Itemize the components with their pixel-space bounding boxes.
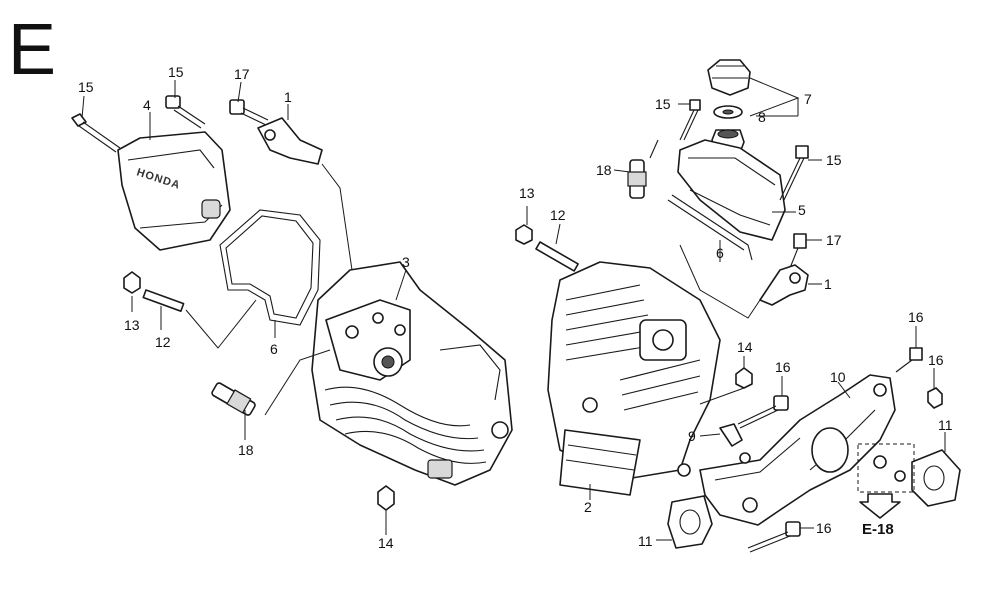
- callout-14-right: 14: [737, 339, 753, 355]
- callout-7: 7: [804, 91, 812, 107]
- callout-1-right: 1: [824, 276, 832, 292]
- callout-13-right: 13: [519, 185, 535, 201]
- valve-cover-5: [677, 139, 786, 241]
- leaders-right: [526, 77, 946, 541]
- nut-14-left: [377, 485, 395, 511]
- clip-9: [719, 423, 743, 447]
- bolt-16-upper-b: [927, 387, 943, 409]
- stud-12-right: [535, 241, 579, 272]
- callout-16-b: 16: [928, 352, 944, 368]
- callout-15-d: 15: [826, 152, 842, 168]
- callout-18: 18: [238, 442, 254, 458]
- callout-13: 13: [124, 317, 140, 333]
- callout-15-c: 15: [655, 96, 671, 112]
- gasket-11-right: [911, 449, 961, 507]
- nut-13-left: [123, 271, 141, 294]
- washer-8: [713, 105, 743, 119]
- oil-cap-7: [707, 59, 751, 96]
- callout-4: 4: [143, 97, 151, 113]
- bracket-1-right: [759, 264, 809, 306]
- bolt-17-right: [789, 233, 807, 269]
- bolt-15-right: [779, 145, 809, 201]
- callout-16-c: 16: [775, 359, 791, 375]
- valve-cover-4: HONDA: [117, 131, 231, 251]
- bolt-16-lower: [747, 521, 801, 553]
- callout-16-a: 16: [908, 309, 924, 325]
- gasket-11-lower: [667, 495, 713, 549]
- bolt-16-mid: [737, 395, 789, 429]
- stud-12-left: [142, 289, 185, 312]
- cylinder-head-3: [311, 261, 513, 486]
- bolt-15-right-top: [679, 99, 701, 141]
- gasket-6-right: [667, 194, 753, 261]
- callout-11-a: 11: [938, 417, 953, 433]
- callout-17: 17: [234, 66, 250, 82]
- callout-10: 10: [830, 369, 846, 385]
- nut-13-right: [515, 224, 533, 245]
- callout-2: 2: [584, 499, 592, 515]
- section-letter: E: [8, 10, 56, 90]
- callout-1: 1: [284, 89, 292, 105]
- reference-box: E-18: [857, 443, 915, 538]
- gasket-6-left: [219, 209, 321, 326]
- spark-plug-18-left: [211, 382, 256, 416]
- callout-9: 9: [688, 428, 696, 444]
- bolt-15-left: [71, 113, 121, 153]
- callout-6: 6: [270, 341, 278, 357]
- cylinder-2: [547, 261, 721, 496]
- callout-15-a: 15: [78, 79, 94, 95]
- callout-18-right: 18: [596, 162, 612, 178]
- callout-16-d: 16: [816, 520, 832, 536]
- callout-14: 14: [378, 535, 394, 551]
- bolt-15-top: [165, 95, 206, 129]
- spark-plug-18-right: [627, 139, 659, 199]
- callout-12: 12: [155, 334, 171, 350]
- bolt-17-top: [229, 99, 269, 126]
- callout-6-right: 6: [716, 245, 724, 261]
- callout-11-b: 11: [638, 533, 653, 549]
- callout-8: 8: [758, 109, 766, 125]
- nut-14-right: [735, 367, 753, 389]
- leaders-left: [81, 80, 407, 535]
- callout-17-right: 17: [826, 232, 842, 248]
- callouts-left: 15 4 15 17 1 3 13 12 6 18 14: [78, 64, 410, 551]
- callouts-right: 7 8 15 18 15 5 13 12 17 6 1 14 16 16 16 …: [519, 91, 953, 549]
- callout-12-right: 12: [550, 207, 566, 223]
- callout-3: 3: [402, 254, 410, 270]
- bracket-1-left: [257, 117, 323, 165]
- reference-e18: E-18: [862, 521, 894, 538]
- bolt-16-upper-a: [895, 347, 923, 373]
- down-arrow-icon: [859, 493, 901, 519]
- callout-5: 5: [798, 202, 806, 218]
- intake-manifold-10: [699, 374, 896, 526]
- callout-15-b: 15: [168, 64, 184, 80]
